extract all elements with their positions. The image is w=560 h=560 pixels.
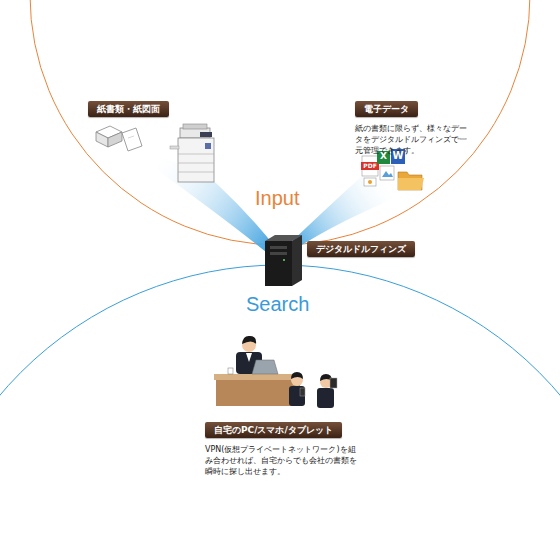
labeled-panel: 自宅のPC/スマホ/タブレット VPN(仮想プライベートネットワーク)を組み合わせ… <box>205 418 357 477</box>
input-fan <box>289 176 410 250</box>
server-icon <box>265 235 302 286</box>
paper-icon <box>96 126 142 151</box>
label-box: 紙書類・紙図面 <box>88 97 169 117</box>
copier-icon <box>170 124 214 182</box>
labeled-panel: 電子データ紙の書類に限らず、様々なデータをデジタルドルフィンズで一元管理できます… <box>355 97 467 156</box>
stage-label: Input <box>255 186 299 210</box>
phone-user <box>289 372 305 406</box>
heading-tab: デジタルドルフィンズ <box>307 241 415 257</box>
file-icons <box>361 149 424 190</box>
icon-label: X <box>377 151 390 162</box>
search-arc <box>0 265 560 560</box>
office-worker <box>214 336 302 406</box>
tablet-user <box>317 374 337 408</box>
icon-label: PDF <box>361 162 379 169</box>
stage-label: Search <box>246 292 309 316</box>
label-box: デジタルドルフィンズ <box>307 237 415 257</box>
heading-tab: 紙書類・紙図面 <box>88 101 169 117</box>
input-arc <box>30 0 530 245</box>
icon-label: W <box>391 150 405 162</box>
heading-tab: 自宅のPC/スマホ/タブレット <box>205 422 342 438</box>
body-text: 紙の書類に限らず、様々なデータをデジタルドルフィンズで一元管理できます。 <box>355 123 467 156</box>
body-text: VPN(仮想プライベートネットワーク)を組み合わせれば、自宅からでも会社の書類を… <box>205 444 357 477</box>
heading-tab: 電子データ <box>355 101 418 117</box>
